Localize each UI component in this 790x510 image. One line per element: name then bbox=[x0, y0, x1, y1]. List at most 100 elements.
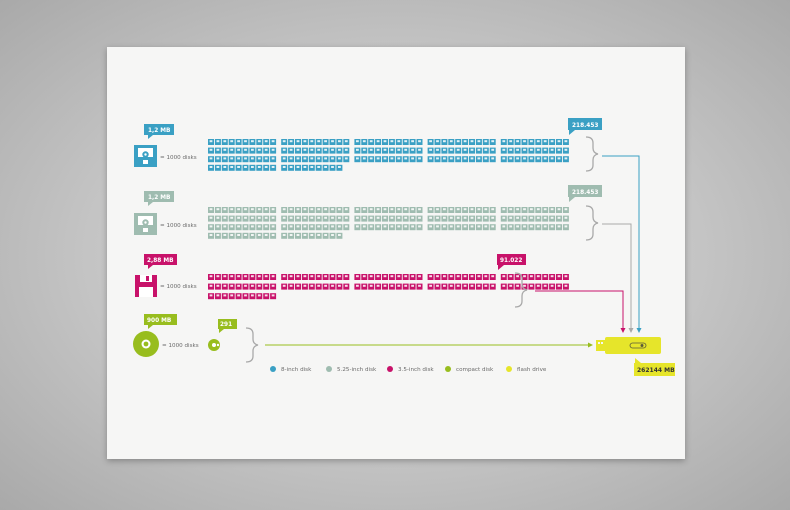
row-cd: 900 MB = 1000 disks 291 bbox=[133, 314, 259, 363]
mini-disk-label bbox=[264, 216, 268, 219]
arrowhead-35inch bbox=[620, 328, 626, 333]
mini-disk-label bbox=[530, 216, 533, 219]
capacity-tag-pointer bbox=[148, 325, 153, 329]
mini-disk-label bbox=[530, 208, 533, 211]
mini-disk-label bbox=[564, 148, 568, 151]
mini-disk-label bbox=[324, 284, 327, 287]
mini-disk-label bbox=[404, 140, 408, 143]
connector-525inch bbox=[602, 223, 632, 329]
equals-label-8inch: = 1000 disks bbox=[160, 155, 197, 161]
floppy-35inch-icon bbox=[135, 275, 157, 297]
mini-disk-label bbox=[491, 275, 495, 278]
mini-disk-label bbox=[271, 166, 275, 168]
mini-disk-label bbox=[257, 275, 261, 278]
capacity-label-cd: 900 MB bbox=[147, 318, 172, 324]
mini-disk-label bbox=[449, 275, 453, 278]
mini-disk-label bbox=[223, 208, 227, 211]
mini-disk-label bbox=[484, 157, 488, 160]
mini-disk-label bbox=[470, 140, 474, 143]
mini-disk-label bbox=[237, 148, 240, 151]
infographic-poster: 1,2 MB = 1000 disks 218.453 1,2 MB bbox=[107, 47, 685, 459]
mini-disk-label bbox=[331, 166, 334, 168]
mini-disk-label bbox=[390, 284, 394, 287]
mini-disk-label bbox=[331, 234, 334, 236]
mini-disk-label bbox=[429, 216, 432, 219]
mini-disk-label bbox=[456, 216, 460, 219]
mini-disk-label bbox=[456, 140, 460, 143]
mini-disk-label bbox=[369, 225, 373, 228]
mini-disk-label bbox=[289, 157, 293, 160]
mini-disk-label bbox=[356, 225, 359, 228]
mini-disk-label bbox=[296, 284, 300, 287]
mini-disk-label bbox=[436, 208, 439, 211]
mini-disk-label bbox=[543, 216, 547, 219]
row-35inch: 2,88 MB = 1000 disks 91.022 bbox=[135, 254, 569, 308]
mini-disk-label bbox=[463, 140, 467, 143]
mini-disk-label bbox=[477, 148, 481, 151]
mini-disk-label bbox=[383, 140, 387, 143]
mini-disk-label bbox=[470, 284, 474, 287]
mini-disk-label bbox=[310, 140, 314, 143]
mini-disk-label bbox=[362, 140, 366, 143]
legend-label: 5.25-inch disk bbox=[337, 367, 377, 373]
mini-disk-label bbox=[404, 148, 408, 151]
mini-disk-label bbox=[362, 225, 366, 228]
connector-8inch bbox=[602, 155, 640, 329]
equals-label-35inch: = 1000 disks bbox=[160, 284, 197, 290]
mini-disk-label bbox=[543, 148, 547, 151]
mini-disk-label bbox=[536, 148, 540, 151]
brace-35inch bbox=[514, 272, 528, 308]
mini-disk-label bbox=[331, 225, 334, 228]
count-tag-8inch: 218.453 bbox=[568, 118, 602, 135]
mini-disk-label bbox=[237, 234, 240, 236]
mini-disk-label bbox=[251, 234, 254, 236]
legend-swatch bbox=[445, 366, 451, 372]
mini-disk-label bbox=[362, 208, 366, 211]
mini-disk-label bbox=[477, 140, 481, 143]
mini-disk-label bbox=[338, 284, 341, 287]
mini-disk-label bbox=[564, 284, 568, 287]
mini-disk-label bbox=[296, 208, 300, 211]
row-8inch: 1,2 MB = 1000 disks 218.453 bbox=[134, 118, 602, 172]
mini-disk-label bbox=[502, 225, 506, 228]
mini-disk-label bbox=[209, 157, 213, 160]
mini-disk-label bbox=[484, 216, 488, 219]
mini-disk-label bbox=[557, 275, 561, 278]
mini-disk-label bbox=[530, 148, 533, 151]
mini-disk-label bbox=[303, 284, 307, 287]
capacity-label-35inch: 2,88 MB bbox=[147, 258, 174, 264]
mini-disk-label bbox=[223, 166, 227, 168]
mini-disk-label bbox=[362, 275, 366, 278]
mini-disk-label bbox=[310, 275, 314, 278]
mini-disk-label bbox=[463, 225, 467, 228]
mini-disk-label bbox=[523, 225, 526, 228]
mini-disk-label bbox=[244, 294, 247, 297]
mini-disk-label bbox=[443, 284, 446, 287]
mini-disk-label bbox=[530, 225, 533, 228]
arrowhead-525inch bbox=[628, 328, 634, 333]
mini-disk-label bbox=[282, 166, 286, 168]
mini-disk-label bbox=[230, 148, 234, 151]
mini-disk-label bbox=[338, 216, 341, 219]
mini-disk-label bbox=[390, 148, 394, 151]
mini-disk-label bbox=[344, 284, 348, 287]
mini-disk-label bbox=[331, 275, 334, 278]
flash-tag-bg bbox=[634, 363, 675, 376]
mini-disk-label bbox=[251, 157, 254, 160]
mini-disk-label bbox=[264, 225, 268, 228]
mini-disk-label bbox=[264, 234, 268, 236]
mini-disk-label bbox=[338, 148, 341, 151]
legend-item-cd: compact disk bbox=[445, 366, 494, 373]
mini-disk-label bbox=[223, 225, 227, 228]
legend-label: 3.5-inch disk bbox=[398, 367, 434, 373]
mini-disk-label bbox=[303, 275, 307, 278]
mini-disk-label bbox=[237, 225, 240, 228]
mini-disk-label bbox=[523, 148, 526, 151]
disk-grid-525inch bbox=[208, 207, 569, 239]
mini-disk-label bbox=[397, 225, 401, 228]
count-tag-bg bbox=[218, 319, 237, 329]
capacity-tag-525inch: 1,2 MB bbox=[144, 191, 174, 206]
mini-disk-label bbox=[264, 294, 268, 297]
mini-disk-label bbox=[344, 148, 348, 151]
count-tag-pointer bbox=[219, 329, 224, 333]
